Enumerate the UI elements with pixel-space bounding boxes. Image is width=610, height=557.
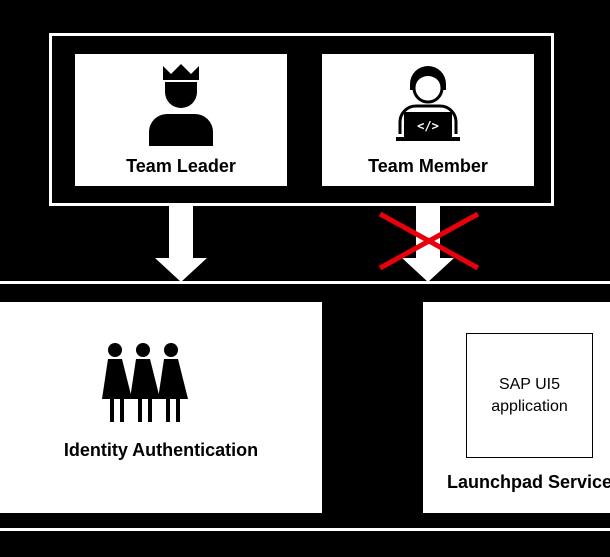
roles-frame	[49, 33, 554, 206]
crowned-person-icon	[149, 64, 213, 146]
identity-authentication-card: Identity Authentication	[0, 302, 322, 513]
leader-access-arrow	[155, 206, 207, 282]
sapui5-label-line2: application	[491, 397, 568, 415]
launchpad-service-card: SAP UI5 application Launchpad Service	[423, 302, 610, 513]
svg-text:</>: </>	[417, 119, 439, 133]
sapui5-application-box: SAP UI5 application	[466, 333, 593, 458]
team-leader-label: Team Leader	[126, 156, 236, 176]
divider-bottom	[0, 528, 610, 531]
team-leader-card: Team Leader	[75, 54, 287, 186]
developer-laptop-icon: </>	[396, 66, 460, 141]
team-member-card: </> Team Member	[322, 54, 534, 186]
launchpad-service-label: Launchpad Service	[447, 472, 610, 492]
blocked-cross-icon	[378, 211, 480, 271]
identity-authentication-label: Identity Authentication	[63, 440, 259, 460]
team-member-label: Team Member	[368, 156, 488, 176]
divider-top	[0, 281, 610, 284]
group-of-people-icon	[102, 343, 188, 422]
sapui5-label-line1: SAP UI5	[498, 375, 561, 393]
